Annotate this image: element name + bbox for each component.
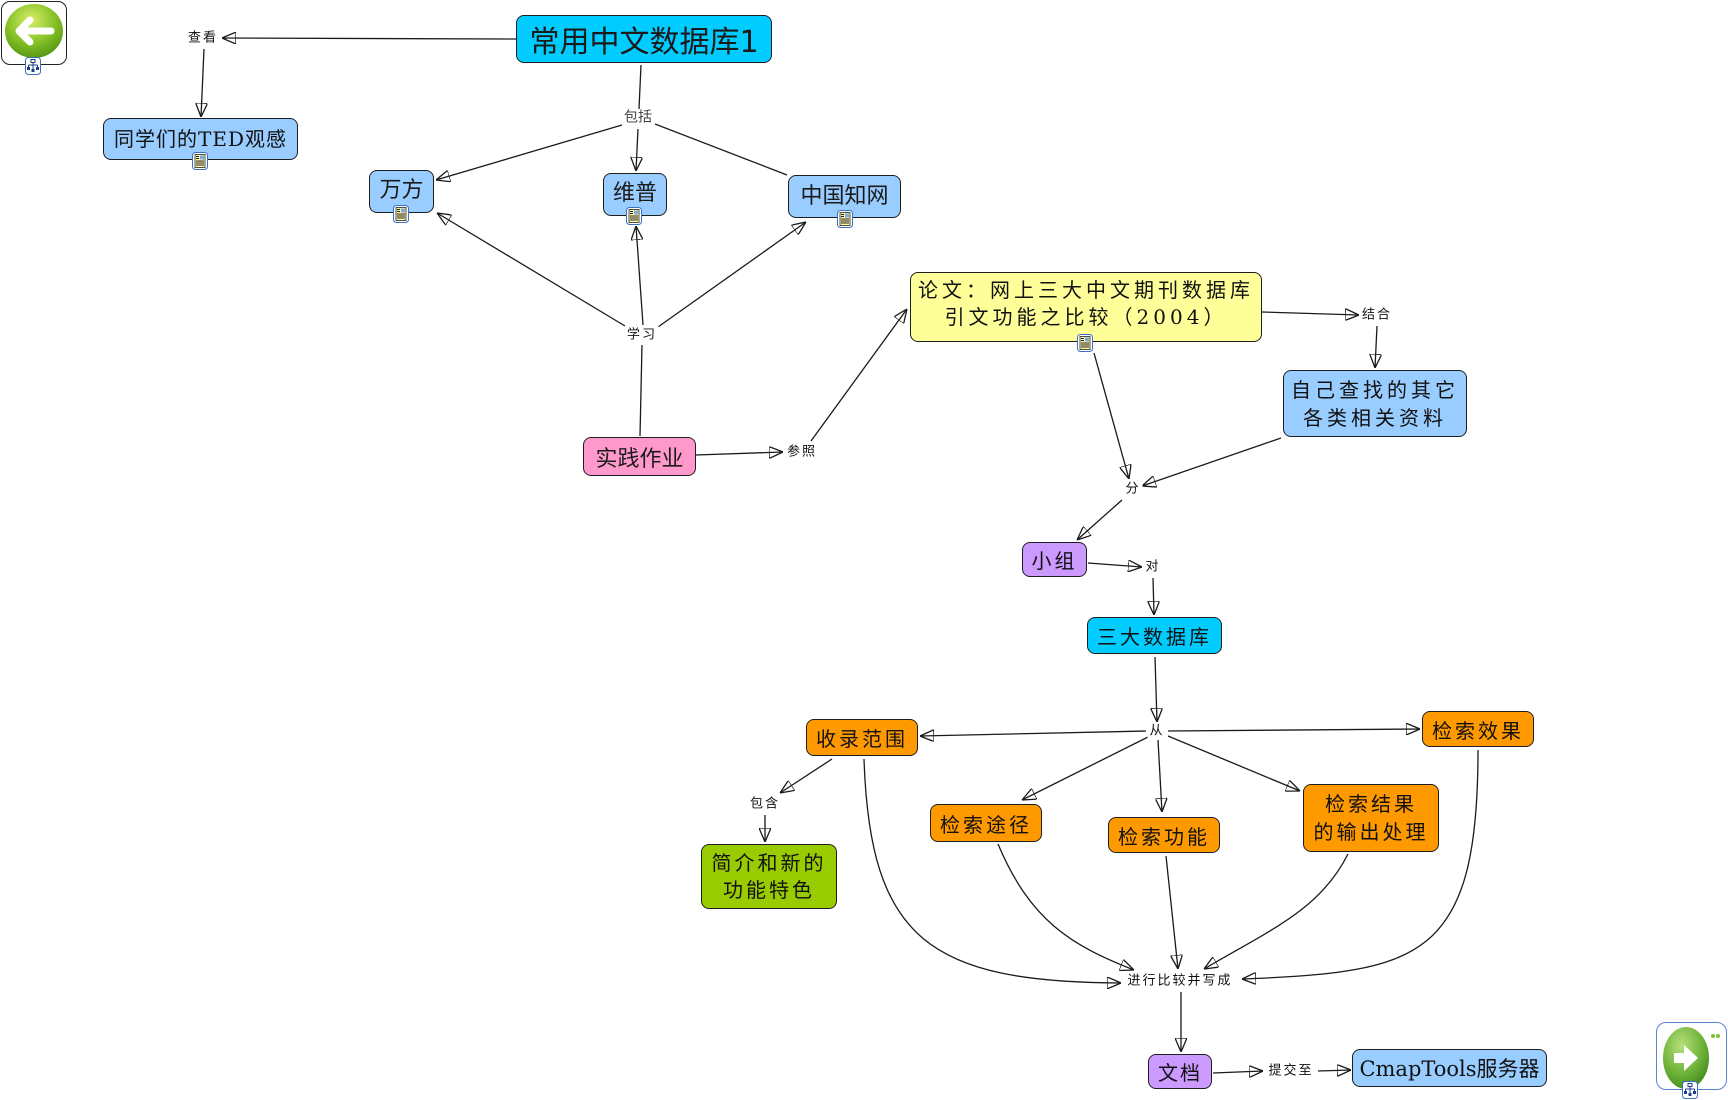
edge-coverage-to-compare	[863, 758, 1121, 983]
concept-node-cmaptools-server[interactable]: CmapTools服务器	[1352, 1049, 1547, 1087]
document-image-icon[interactable]	[626, 207, 642, 225]
arrow-right-icon	[1663, 1027, 1720, 1089]
edge-group-to-to	[1087, 563, 1142, 567]
linking-phrase-view[interactable]: 查看	[185, 29, 221, 47]
concept-node-own-research[interactable]: 自己查找的其它 各类相关资料	[1283, 370, 1467, 437]
concept-node-search-effect[interactable]: 检索效果	[1422, 711, 1534, 747]
edge-output-to-compare	[1204, 853, 1349, 969]
edge-include-to-cnki	[654, 123, 788, 176]
edge-from-to-effect	[1167, 729, 1420, 731]
node-text-line-2: 的输出处理	[1313, 820, 1429, 844]
edge-learn-to-wanfang	[437, 213, 626, 327]
node-text: 检索效果	[1432, 718, 1524, 743]
concept-node-search-approach[interactable]: 检索途径	[930, 804, 1042, 842]
edge-from-to-coverage	[920, 731, 1147, 736]
document-image-icon[interactable]	[192, 152, 208, 170]
linking-phrase-divide[interactable]: 分	[1123, 480, 1143, 498]
node-text: 中国知网	[800, 184, 889, 209]
concept-node-search-function[interactable]: 检索功能	[1108, 817, 1220, 853]
concept-node-paper[interactable]: 论文：网上三大中文期刊数据库 引文功能之比较（2004）	[910, 272, 1262, 342]
document-image-icon[interactable]	[393, 205, 409, 223]
edge-paper-to-combine	[1261, 312, 1359, 315]
concept-node-coverage[interactable]: 收录范围	[806, 719, 918, 756]
edge-submit-to-server	[1317, 1070, 1351, 1071]
edge-main-to-view	[222, 38, 517, 39]
edge-learn-to-weipu	[636, 226, 644, 326]
node-text-line-1: 简介和新的	[711, 850, 827, 875]
document-image-icon[interactable]	[837, 210, 853, 228]
forward-button[interactable]	[1656, 1022, 1727, 1090]
node-text: 同学们的TED观感	[114, 126, 287, 151]
concept-node-three-databases[interactable]: 三大数据库	[1087, 617, 1222, 654]
edge-coverage-to-contain	[780, 758, 833, 793]
node-text-line-2: 功能特色	[723, 877, 815, 902]
linking-phrase-compare-write[interactable]: 进行比较并写成	[1125, 972, 1235, 990]
node-text: 检索功能	[1118, 824, 1210, 849]
concept-node-wanfang[interactable]: 万方	[369, 170, 434, 213]
linking-phrase-learn[interactable]: 学习	[624, 326, 660, 344]
edge-from-to-approach	[1022, 736, 1149, 800]
concept-node-practice-assignment[interactable]: 实践作业	[583, 437, 696, 476]
edge-paper-to-divide	[1093, 352, 1129, 479]
linking-phrase-submit-to[interactable]: 提交至	[1266, 1062, 1316, 1080]
node-text-line-1: 检索结果	[1325, 792, 1417, 816]
linking-phrase-refer[interactable]: 参照	[784, 443, 820, 461]
node-text: 小组	[1031, 549, 1078, 573]
cmap-link-icon[interactable]	[1682, 1081, 1698, 1099]
node-text: 实践作业	[595, 446, 684, 472]
edge-document-to-submit	[1212, 1071, 1263, 1073]
edge-three-db-to-from	[1155, 656, 1157, 722]
linking-phrase-from[interactable]: 从	[1147, 722, 1167, 740]
edge-own-research-to-divide	[1142, 437, 1282, 486]
node-text: CmapTools服务器	[1359, 1057, 1540, 1081]
node-text: 收录范围	[816, 727, 908, 751]
edge-effect-to-compare	[1242, 749, 1479, 979]
edge-include-to-weipu	[636, 128, 638, 171]
node-text: 检索途径	[940, 812, 1032, 837]
edge-learn-to-cnki	[657, 222, 806, 328]
node-text: 文档	[1158, 1061, 1202, 1085]
node-text: 维普	[612, 180, 657, 206]
edge-from-to-function	[1158, 739, 1162, 812]
node-text-line-2: 引文功能之比较（2004）	[944, 305, 1228, 329]
back-button[interactable]	[1, 1, 67, 65]
node-text: 万方	[379, 177, 424, 203]
linking-phrase-contain[interactable]: 包含	[747, 795, 783, 813]
edge-function-to-compare	[1165, 855, 1178, 969]
linking-phrase-include[interactable]: 包括	[622, 109, 654, 127]
node-text-line-1: 论文：网上三大中文期刊数据库	[918, 278, 1254, 302]
node-text: 常用中文数据库1	[529, 25, 759, 60]
node-text: 三大数据库	[1097, 625, 1212, 649]
linking-phrase-to[interactable]: 对	[1143, 558, 1163, 576]
linking-phrase-combine[interactable]: 结合	[1359, 306, 1395, 324]
node-text-line-1: 自己查找的其它	[1291, 377, 1459, 402]
edge-practice-to-refer	[695, 452, 783, 455]
concept-node-group[interactable]: 小组	[1022, 542, 1087, 577]
edge-from-to-output	[1167, 735, 1300, 791]
concept-node-document[interactable]: 文档	[1148, 1054, 1212, 1089]
concept-node-result-output[interactable]: 检索结果 的输出处理	[1303, 784, 1439, 852]
edge-main-to-include	[638, 64, 642, 110]
concept-node-intro-features[interactable]: 简介和新的 功能特色	[701, 844, 837, 909]
cmap-link-icon[interactable]	[25, 57, 41, 75]
edge-divide-to-group	[1077, 499, 1123, 540]
edge-to-to-three-db	[1153, 577, 1154, 615]
edge-view-to-ted	[201, 48, 204, 117]
document-image-icon[interactable]	[1077, 334, 1093, 352]
arrow-left-icon	[5, 4, 63, 58]
edge-refer-to-paper	[810, 309, 907, 442]
edge-approach-to-compare	[997, 843, 1134, 970]
concept-node-common-chinese-databases[interactable]: 常用中文数据库1	[516, 15, 772, 63]
node-text-line-2: 各类相关资料	[1303, 405, 1447, 430]
edge-practice-to-learn	[639, 344, 643, 437]
edge-combine-to-own-research	[1375, 325, 1377, 368]
edge-include-to-wanfang	[436, 124, 623, 180]
